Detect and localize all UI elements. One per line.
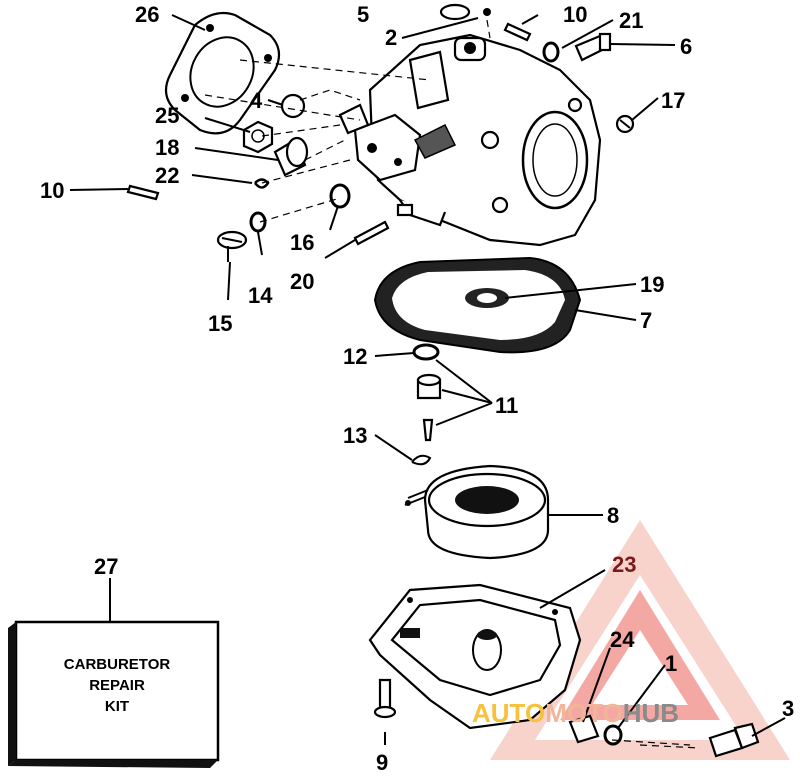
callout-17: 17 — [661, 88, 685, 113]
kit-label-line2: REPAIR — [89, 677, 145, 694]
callout-11: 11 — [495, 393, 518, 418]
callout-27: 27 — [94, 554, 118, 579]
callout-18: 18 — [155, 135, 179, 160]
callout-7: 7 — [640, 308, 652, 333]
callout-24: 24 — [610, 627, 635, 652]
small-parts — [126, 3, 760, 758]
callout-23: 23 — [612, 552, 636, 577]
callout-22: 22 — [155, 163, 179, 188]
callout-16: 16 — [290, 230, 314, 255]
watermark-auto: AUTO — [472, 698, 545, 728]
callout-15: 15 — [208, 311, 232, 336]
float-bowl-part — [368, 583, 582, 730]
watermark-moto: MOTO — [545, 698, 623, 728]
leader-lines — [69, 14, 786, 745]
float-part — [404, 464, 550, 560]
callout-3: 3 — [782, 696, 794, 721]
watermark-hub: HUB — [623, 698, 679, 728]
callout-19: 19 — [640, 272, 664, 297]
carburetor-body-part — [338, 33, 602, 247]
callout-2: 2 — [385, 25, 397, 50]
flange-gasket-part — [164, 11, 281, 135]
repair-kit-box: CARBURETOR REPAIR KIT — [8, 620, 220, 768]
callout-4: 4 — [250, 88, 263, 113]
callout-12: 12 — [343, 344, 367, 369]
watermark-text: AUTOMOTOHUB — [472, 698, 679, 728]
callout-1: 1 — [665, 651, 677, 676]
assembly-guide-lines — [204, 19, 701, 749]
callout-14: 14 — [248, 283, 273, 308]
callout-20: 20 — [290, 269, 314, 294]
callout-13: 13 — [343, 423, 367, 448]
watermark-logo — [490, 520, 790, 760]
callout-26: 26 — [135, 2, 159, 27]
kit-label-line1: CARBURETOR — [64, 656, 171, 673]
callout-8: 8 — [607, 503, 619, 528]
callout-10-top: 10 — [563, 2, 587, 27]
callout-6: 6 — [680, 34, 692, 59]
callout-9: 9 — [376, 750, 388, 775]
callout-5: 5 — [357, 2, 369, 27]
callout-21: 21 — [619, 8, 643, 33]
callout-10-left: 10 — [40, 178, 64, 203]
kit-label-line3: KIT — [105, 698, 129, 715]
bowl-gasket-part — [373, 256, 582, 354]
callout-25: 25 — [155, 103, 179, 128]
svg-text:AUTOMOTOHUB: AUTOMOTOHUB — [472, 698, 679, 728]
callout-numbers: 26 5 2 10 21 6 4 17 25 18 22 10 16 20 14… — [40, 2, 794, 775]
